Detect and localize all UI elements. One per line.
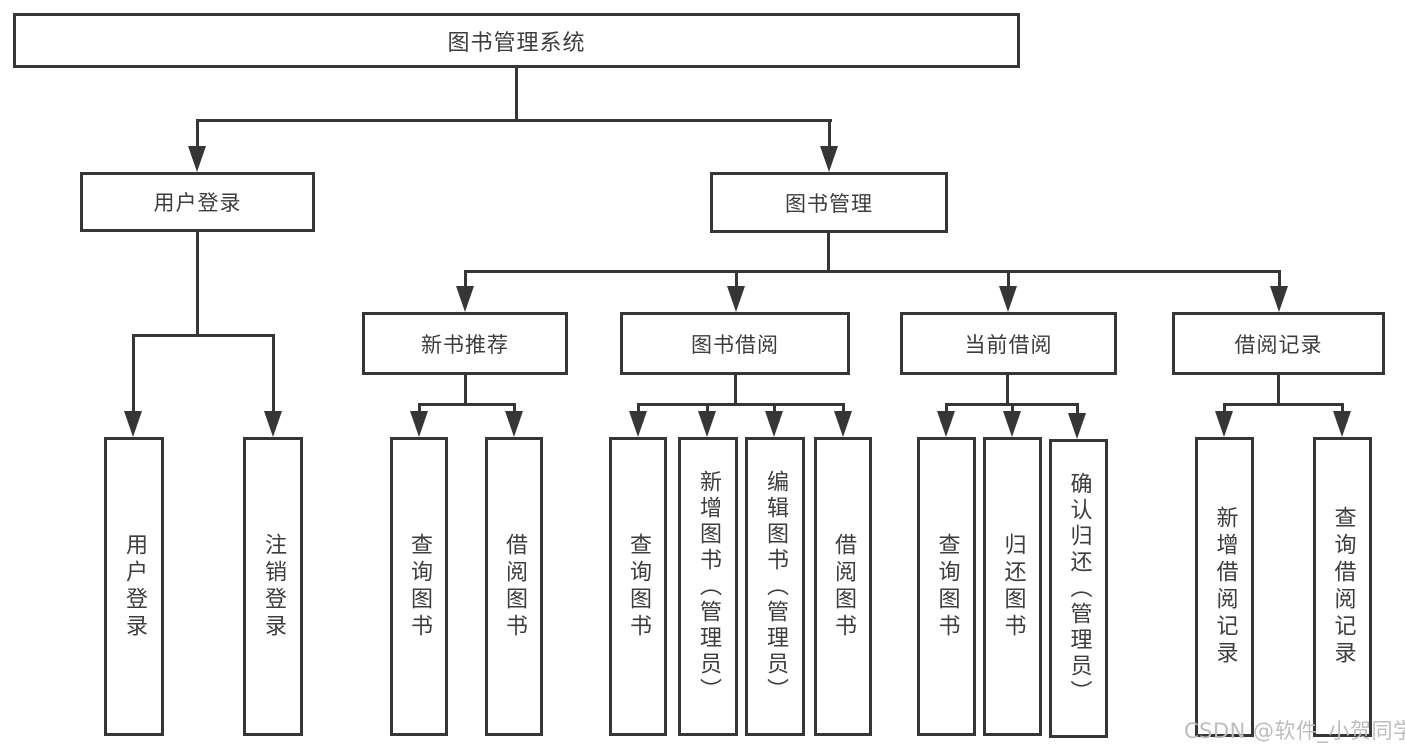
connector-cb-down: [1006, 375, 1009, 406]
arrowhead-leaf-user-login: [124, 411, 142, 437]
connector-bb-bar: [637, 403, 845, 406]
connector-nbr-borrow-stem: [513, 403, 516, 414]
connector-bb-edit-stem: [773, 403, 776, 414]
node-current-borrow: 当前借阅: [900, 312, 1117, 375]
node-root: 图书管理系统: [13, 13, 1020, 68]
node-book-borrow: 图书借阅: [620, 312, 850, 375]
arrowhead-book-borrow: [727, 286, 745, 312]
node-leaf-bb-edit: 编辑图书（管理员）: [745, 437, 805, 736]
connector-nbr-query-stem: [418, 403, 421, 414]
arrowhead-current-borrow: [999, 286, 1017, 312]
arrowhead-br-query: [1333, 411, 1351, 437]
arrowhead-leaf-logout: [264, 411, 282, 437]
connector-cb-confirm-stem: [1076, 403, 1079, 414]
arrowhead-book-mgmt: [820, 146, 838, 172]
node-leaf-bb-add: 新增图书（管理员）: [678, 437, 738, 736]
arrowhead-cb-query: [937, 411, 955, 437]
connector-br-down: [1277, 375, 1280, 406]
connector-book-mgmt-bar: [464, 270, 1281, 273]
connector-root-bar: [196, 119, 832, 122]
node-leaf-br-query: 查询借阅记录: [1313, 437, 1372, 737]
connector-user-login-bar: [132, 334, 275, 337]
connector-borrow-record-stem: [1278, 270, 1281, 289]
connector-br-bar: [1223, 403, 1344, 406]
connector-br-query-stem: [1341, 403, 1344, 414]
connector-bb-query-stem: [637, 403, 640, 414]
node-user-login: 用户登录: [80, 172, 315, 232]
arrowhead-new-book-rec: [456, 286, 474, 312]
connector-user-login-stem: [196, 119, 199, 151]
connector-cb-query-stem: [945, 403, 948, 414]
node-borrow-record: 借阅记录: [1172, 312, 1385, 375]
arrowhead-bb-add: [698, 411, 716, 437]
connector-leaf-logout-stem: [272, 334, 275, 414]
node-leaf-bb-query: 查询图书: [609, 437, 667, 736]
node-leaf-cb-return: 归还图书: [983, 437, 1042, 736]
arrowhead-nbr-query: [410, 411, 428, 437]
node-leaf-bb-borrow: 借阅图书: [814, 437, 872, 736]
connector-nbr-bar: [418, 403, 516, 406]
arrowhead-nbr-borrow: [505, 411, 523, 437]
node-leaf-logout: 注销登录: [243, 437, 303, 736]
connector-root-stem: [515, 68, 518, 122]
arrowhead-bb-query: [629, 411, 647, 437]
node-leaf-nbr-query: 查询图书: [390, 437, 448, 736]
arrowhead-bb-edit: [765, 411, 783, 437]
connector-bb-down: [734, 375, 737, 406]
arrowhead-user-login: [188, 146, 206, 172]
node-leaf-user-login: 用户登录: [104, 437, 164, 736]
csdn-watermark: CSDN @软件_小贺同学: [1184, 719, 1405, 743]
connector-bb-borrow-stem: [842, 403, 845, 414]
arrowhead-cb-confirm: [1068, 413, 1086, 439]
connector-book-mgmt-down: [827, 233, 830, 273]
node-new-book-rec: 新书推荐: [362, 312, 568, 375]
connector-cb-return-stem: [1011, 403, 1014, 414]
node-leaf-cb-query: 查询图书: [917, 437, 976, 736]
arrowhead-bb-borrow: [834, 411, 852, 437]
connector-book-mgmt-stem: [828, 119, 831, 151]
connector-leaf-user-login-stem: [132, 334, 135, 414]
connector-nbr-down: [464, 375, 467, 406]
connector-br-add-stem: [1223, 403, 1226, 414]
arrowhead-br-add: [1215, 411, 1233, 437]
connector-book-borrow-stem: [735, 270, 738, 289]
arrowhead-borrow-record: [1270, 286, 1288, 312]
connector-user-login-down: [196, 232, 199, 337]
node-leaf-nbr-borrow: 借阅图书: [485, 437, 543, 736]
node-leaf-br-add: 新增借阅记录: [1195, 437, 1254, 737]
connector-new-book-rec-stem: [464, 270, 467, 289]
connector-bb-add-stem: [706, 403, 709, 414]
node-book-mgmt: 图书管理: [710, 172, 948, 233]
connector-current-borrow-stem: [1007, 270, 1010, 289]
node-leaf-cb-confirm: 确认归还（管理员）: [1049, 439, 1108, 738]
arrowhead-cb-return: [1003, 411, 1021, 437]
